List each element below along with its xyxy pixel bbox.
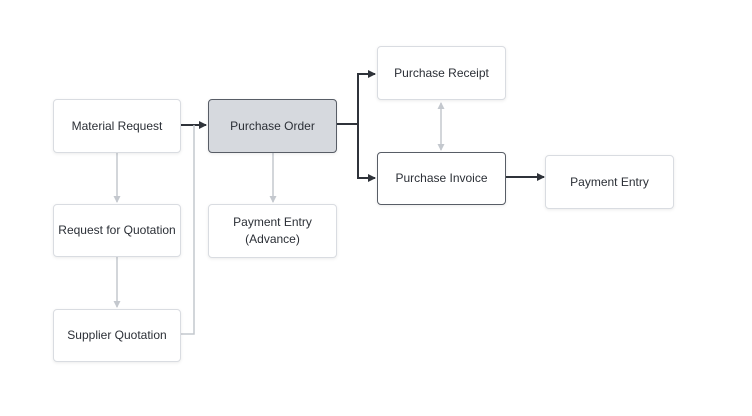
node-payment-entry[interactable]: Payment Entry [545, 155, 674, 209]
node-purchase-receipt[interactable]: Purchase Receipt [377, 46, 506, 100]
connector-po-to-receipt [337, 70, 376, 125]
node-purchase-order[interactable]: Purchase Order [208, 99, 337, 153]
node-material-request[interactable]: Material Request [53, 99, 181, 153]
node-label: Material Request [71, 118, 163, 133]
node-label: Request for Quotation [58, 223, 176, 237]
node-label: Supplier Quotation [67, 328, 167, 342]
node-label: Purchase Invoice [395, 171, 488, 185]
node-label: Payment Entry (Advance) [233, 215, 312, 246]
node-purchase-invoice[interactable]: Purchase Invoice [377, 152, 506, 205]
node-request-for-quotation[interactable]: Request for Quotation [53, 204, 181, 257]
connector-po-to-invoice [357, 124, 376, 182]
connector-sq-to-po [181, 125, 195, 335]
node-label: Purchase Receipt [394, 65, 489, 80]
node-label: Purchase Order [230, 118, 315, 133]
node-label: Payment Entry [570, 174, 649, 189]
node-supplier-quotation[interactable]: Supplier Quotation [53, 309, 181, 362]
node-payment-entry-advance[interactable]: Payment Entry (Advance) [208, 204, 337, 258]
